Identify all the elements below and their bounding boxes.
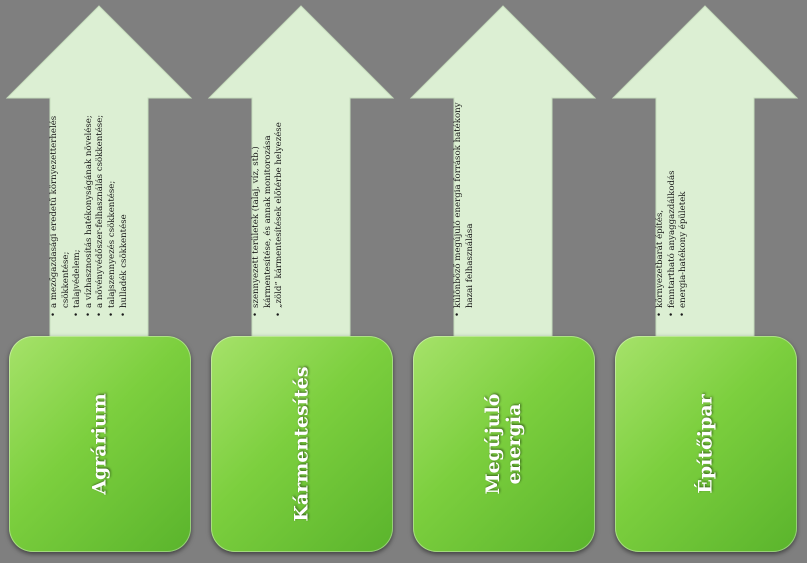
list-item: fenntartható anyaggazdálkodás: [667, 96, 679, 314]
category-box-karmentesites: Kármentesítés: [211, 336, 393, 552]
bullet-list: a mezőgazdasági eredetű környezetterhelé…: [49, 96, 130, 322]
list-item: talajszennyezés csökkentése;: [107, 96, 119, 314]
list-item: a növényvédőszer-felhasználás csökkentés…: [95, 96, 107, 314]
bullet-list: szennyezett területek (talaj, víz, stb.)…: [251, 96, 286, 322]
list-item: környezetbarát építés,: [655, 96, 667, 314]
column-agrarium: a mezőgazdasági eredetű környezetterhelé…: [4, 0, 194, 563]
list-item: a vízhasznosítás hatékonyságának növelés…: [84, 96, 96, 314]
column-epitoipar: környezetbarát építés, fenntartható anya…: [610, 0, 800, 563]
category-title: Kármentesítés: [290, 366, 313, 522]
list-item: „zöld” kármentesítések előtérbe helyezés…: [274, 96, 286, 314]
category-box-epitoipar: Építőipar: [615, 336, 797, 552]
list-item: különböző megújuló energia források haté…: [453, 96, 476, 314]
category-title: Építőipar: [694, 394, 717, 494]
bullet-list: különböző megújuló energia források haté…: [453, 96, 476, 322]
bullet-list: környezetbarát építés, fenntartható anya…: [655, 96, 690, 322]
list-item: energia-hatékony épületek: [678, 96, 690, 314]
list-item: talajvédelem;: [72, 96, 84, 314]
category-box-agrarium: Agrárium: [9, 336, 191, 552]
column-megujulo-energia: különböző megújuló energia források haté…: [408, 0, 598, 563]
column-karmentesites: szennyezett területek (talaj, víz, stb.)…: [206, 0, 396, 563]
category-title: Agrárium: [88, 393, 111, 495]
list-item: hulladék csökkentése: [119, 96, 131, 314]
category-box-megujulo-energia: Megújuló energia: [413, 336, 595, 552]
category-title: Megújuló energia: [482, 393, 525, 495]
list-item: szennyezett területek (talaj, víz, stb.)…: [251, 96, 274, 314]
list-item: a mezőgazdasági eredetű környezetterhelé…: [49, 96, 72, 314]
